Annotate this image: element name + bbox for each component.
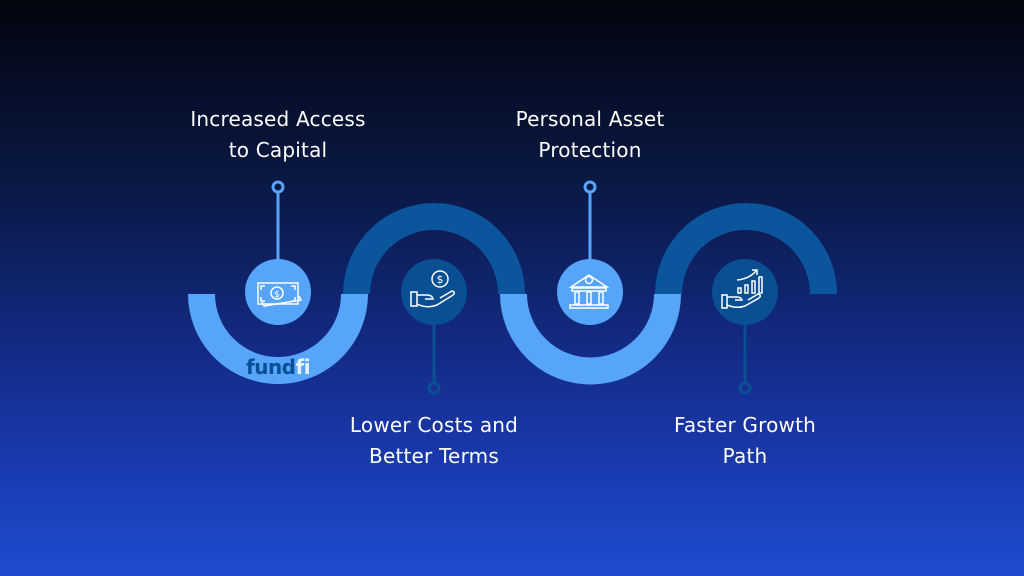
step-label-line: Path xyxy=(722,444,768,468)
logo-part-fund: fund xyxy=(246,355,296,379)
step-label-line: Better Terms xyxy=(369,444,499,468)
hand-growth-chart-icon xyxy=(721,269,763,309)
svg-text:$: $ xyxy=(274,290,280,300)
hand-coin-icon: $ xyxy=(410,270,456,308)
icon-circle-2 xyxy=(401,259,467,325)
step-label-1: Increased Access to Capital xyxy=(158,104,398,166)
step-label-line: Personal Asset xyxy=(515,107,665,131)
wave-segment-3 xyxy=(500,293,681,385)
step-label-line: Faster Growth xyxy=(673,413,817,437)
step-label-line: Protection xyxy=(538,138,642,162)
connector-4 xyxy=(738,322,752,395)
step-label-line: Increased Access xyxy=(190,107,366,131)
wave-segment-1 xyxy=(188,293,368,384)
icon-circle-1 xyxy=(245,259,311,325)
logo-part-fi: fi xyxy=(295,355,311,379)
bank-icon xyxy=(568,274,610,309)
connector-3 xyxy=(583,180,597,262)
connector-1 xyxy=(271,180,285,262)
money-bills-icon: $ xyxy=(257,282,303,307)
fundfi-logo: fundfi xyxy=(246,355,311,379)
step-label-2: Lower Costs and Better Terms xyxy=(314,410,554,472)
step-label-3: Personal Asset Protection xyxy=(470,104,710,166)
wave-segment-2 xyxy=(343,203,525,295)
step-label-4: Faster Growth Path xyxy=(625,410,865,472)
step-label-line: Lower Costs and xyxy=(349,413,519,437)
connector-2 xyxy=(427,322,441,395)
wave-segment-4 xyxy=(655,203,837,295)
svg-text:$: $ xyxy=(437,273,444,286)
step-label-line: to Capital xyxy=(228,138,328,162)
